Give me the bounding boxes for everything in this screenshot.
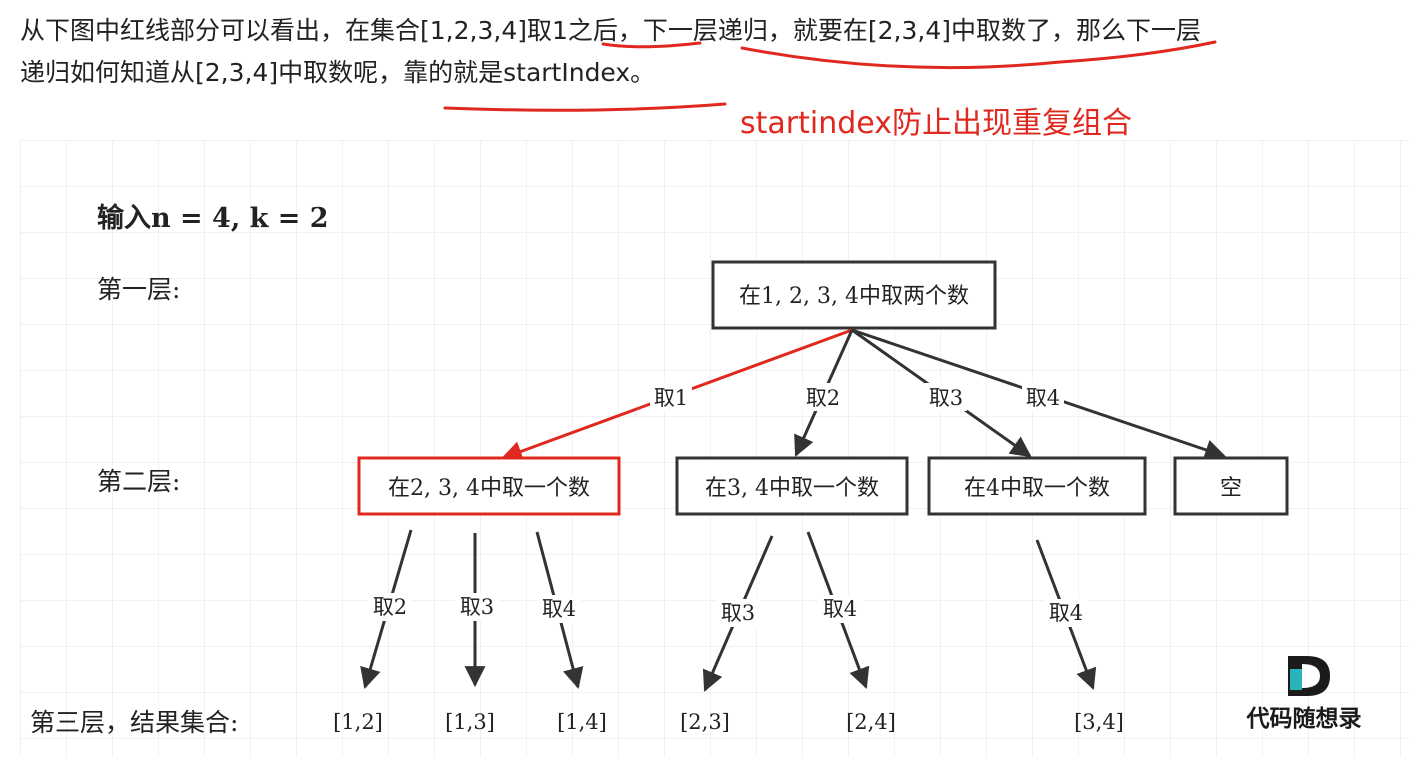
result-2-4: [2,4] bbox=[846, 710, 896, 734]
paragraph-line-1: 从下图中红线部分可以看出，在集合[1,2,3,4]取1之后，下一层递归，就要在[… bbox=[20, 16, 1201, 45]
edge-label-node2-take4: 取4 bbox=[823, 597, 857, 621]
level-2-node-2-label: 在3, 4中取一个数 bbox=[705, 476, 879, 501]
result-1-2: [1,2] bbox=[333, 710, 383, 734]
result-3-4: [3,4] bbox=[1074, 710, 1124, 734]
level-3-label: 第三层，结果集合: bbox=[30, 708, 238, 737]
result-2-3: [2,3] bbox=[680, 710, 730, 734]
red-underlines bbox=[443, 40, 1217, 112]
level-2-node-3: 在4中取一个数 bbox=[927, 456, 1147, 516]
input-label: 输入n = 4, k = 2 bbox=[97, 202, 329, 234]
root-node: 在1, 2, 3, 4中取两个数 bbox=[711, 260, 997, 330]
underline-startindex bbox=[443, 102, 727, 112]
level-2-node-1-label: 在2, 3, 4中取一个数 bbox=[388, 476, 590, 501]
underline-next-level bbox=[740, 40, 1217, 70]
level-2-label: 第二层: bbox=[97, 467, 180, 496]
edge-label-node1-take2: 取2 bbox=[373, 595, 407, 619]
description-paragraph: 从下图中红线部分可以看出，在集合[1,2,3,4]取1之后，下一层递归，就要在[… bbox=[20, 10, 1405, 94]
level-1-label: 第一层: bbox=[97, 275, 180, 304]
grid-background bbox=[20, 140, 1410, 757]
root-node-label: 在1, 2, 3, 4中取两个数 bbox=[739, 284, 969, 309]
edge-label-node3-take4: 取4 bbox=[1049, 601, 1083, 625]
edge-label-take1: 取1 bbox=[654, 386, 688, 410]
level-2-node-2: 在3, 4中取一个数 bbox=[675, 456, 909, 516]
edge-label-node2-take3: 取3 bbox=[721, 601, 755, 625]
watermark-text: 代码随想录 bbox=[1246, 705, 1362, 732]
edge-label-take3: 取3 bbox=[929, 386, 963, 410]
edge-label-node1-take3: 取3 bbox=[460, 595, 494, 619]
d-logo-icon bbox=[1288, 656, 1330, 696]
result-1-4: [1,4] bbox=[557, 710, 607, 734]
paragraph-line-2: 递归如何知道从[2,3,4]中取数呢，靠的就是startIndex。 bbox=[20, 58, 656, 87]
level-2-node-4: 空 bbox=[1173, 456, 1289, 516]
level-2-node-3-label: 在4中取一个数 bbox=[964, 476, 1110, 501]
edge-label-take4: 取4 bbox=[1026, 386, 1060, 410]
level-2-node-4-label: 空 bbox=[1220, 476, 1242, 501]
result-1-3: [1,3] bbox=[445, 710, 495, 734]
level-2-node-1: 在2, 3, 4中取一个数 bbox=[357, 456, 621, 516]
watermark-logo: 代码随想录 bbox=[1246, 656, 1362, 732]
edge-label-take2: 取2 bbox=[806, 386, 840, 410]
red-annotation: startindex防止出现重复组合 bbox=[740, 106, 1132, 141]
edge-label-node1-take4: 取4 bbox=[542, 597, 576, 621]
underline-take1 bbox=[601, 41, 702, 49]
